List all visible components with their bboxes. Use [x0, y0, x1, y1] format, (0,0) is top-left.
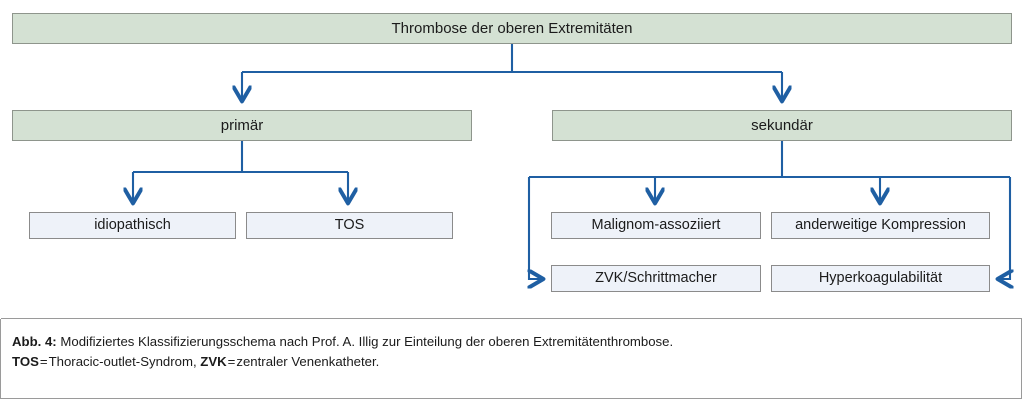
- node-idiopathic: idiopathisch: [29, 212, 236, 239]
- node-malignom-assoziiert: Malignom-assoziiert: [551, 212, 761, 239]
- node-secondary: sekundär: [552, 110, 1012, 141]
- node-hyperkoagulabilitaet: Hyperkoagulabilität: [771, 265, 990, 292]
- diagram-canvas: Thrombose der oberen Extremitäten primär…: [12, 13, 1014, 292]
- caption-text: Modifiziertes Klassifizierungsschema nac…: [60, 334, 674, 349]
- edge-secondary-to-hyper: [998, 177, 1010, 279]
- abbrev-zvk-equals: =: [227, 354, 236, 370]
- edge-secondary-to-cvc: [529, 177, 543, 279]
- node-tos: TOS: [246, 212, 453, 239]
- abbrev-zvk-definition: zentraler Venenkatheter.: [236, 354, 380, 370]
- node-primary: primär: [12, 110, 472, 141]
- abbrev-tos-definition: Thoracic-outlet-Syndrom,: [48, 354, 197, 370]
- node-zvk-schrittmacher: ZVK/Schrittmacher: [551, 265, 761, 292]
- caption-line-1: Abb. 4: Modifiziertes Klassifizierungssc…: [12, 332, 1007, 352]
- figure-number: Abb. 4:: [12, 334, 57, 349]
- diagram-divider: [1, 318, 1022, 319]
- abbrev-tos-term: TOS: [12, 354, 39, 370]
- abbrev-zvk-term: ZVK: [200, 354, 227, 370]
- caption-line-2: TOS=Thoracic-outlet-Syndrom, ZVK=zentral…: [12, 352, 1007, 372]
- node-root: Thrombose der oberen Extremitäten: [12, 13, 1012, 44]
- figure-caption: Abb. 4: Modifiziertes Klassifizierungssc…: [12, 332, 1007, 372]
- node-anderweitige-kompression: anderweitige Kompression: [771, 212, 990, 239]
- abbrev-tos-equals: =: [39, 354, 48, 370]
